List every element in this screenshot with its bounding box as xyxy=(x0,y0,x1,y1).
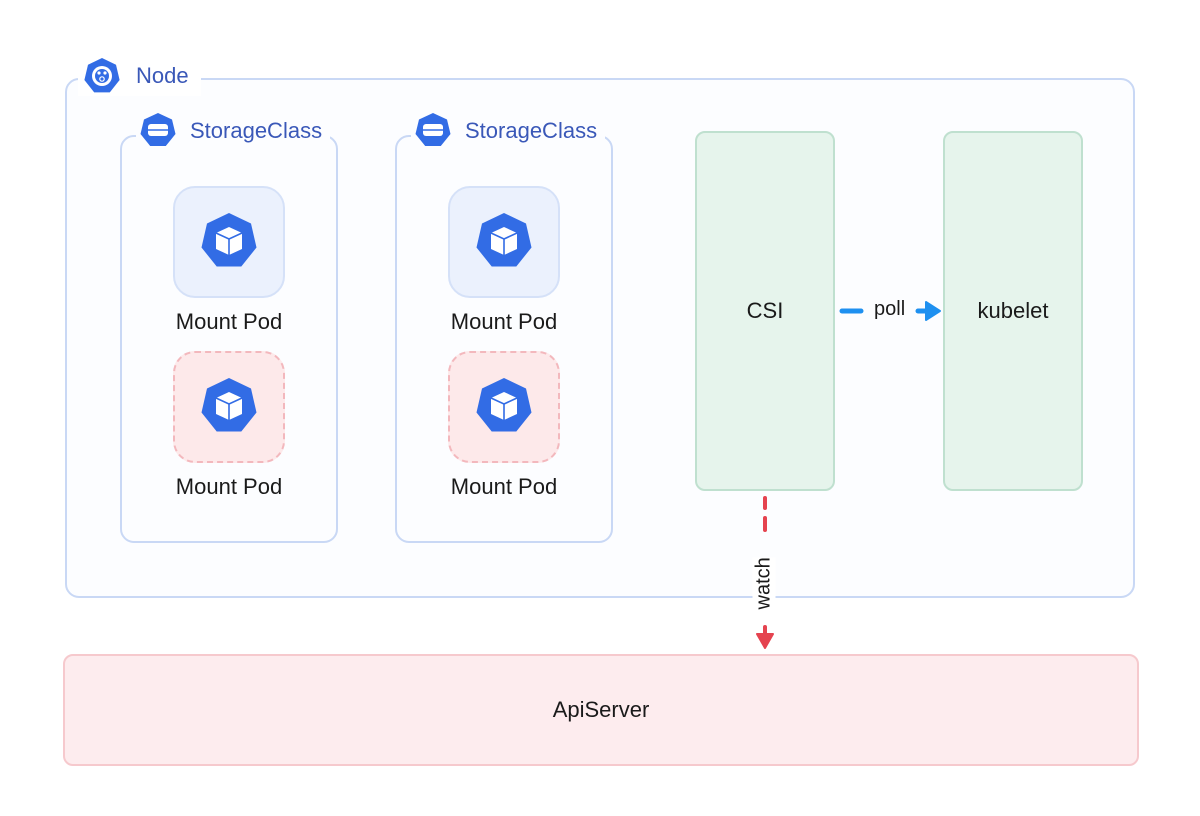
mount-pod-label: Mount Pod xyxy=(450,474,558,499)
node-label: Node xyxy=(136,63,189,88)
mount-pod-tile-pending[interactable] xyxy=(448,351,560,463)
storage-class-header-2: StorageClass xyxy=(411,113,606,149)
csi-label: CSI xyxy=(746,298,784,323)
mount-pod-tile-pending[interactable] xyxy=(173,351,285,463)
kubelet-label: kubelet xyxy=(977,298,1049,323)
storage-class-label: StorageClass xyxy=(465,118,598,143)
mount-pod-tile[interactable] xyxy=(173,186,285,298)
storage-class-icon xyxy=(415,113,451,146)
pod-cube-icon xyxy=(201,378,257,432)
watch-label: watch xyxy=(752,557,776,610)
kubelet-box[interactable]: kubelet xyxy=(943,131,1083,491)
csi-box[interactable]: CSI xyxy=(695,131,835,491)
poll-edge xyxy=(839,301,941,321)
storage-class-header-1: StorageClass xyxy=(136,113,331,149)
mount-pod-tile[interactable] xyxy=(448,186,560,298)
mount-pod-label: Mount Pod xyxy=(175,474,283,499)
storage-class-label: StorageClass xyxy=(190,118,323,143)
pod-cube-icon xyxy=(476,378,532,432)
apiserver-box[interactable]: ApiServer xyxy=(63,654,1139,766)
mount-pod-label: Mount Pod xyxy=(450,309,558,334)
kubernetes-node-icon xyxy=(84,58,120,93)
storage-class-icon xyxy=(140,113,176,146)
apiserver-label: ApiServer xyxy=(552,697,650,722)
poll-arrowhead-icon xyxy=(925,301,941,321)
watch-arrowhead-icon xyxy=(756,633,774,649)
watch-edge xyxy=(756,496,774,649)
mount-pod-label: Mount Pod xyxy=(175,309,283,334)
pod-cube-icon xyxy=(476,213,532,267)
pod-cube-icon xyxy=(201,213,257,267)
node-header: Node xyxy=(78,56,201,96)
poll-label: poll xyxy=(874,298,906,320)
